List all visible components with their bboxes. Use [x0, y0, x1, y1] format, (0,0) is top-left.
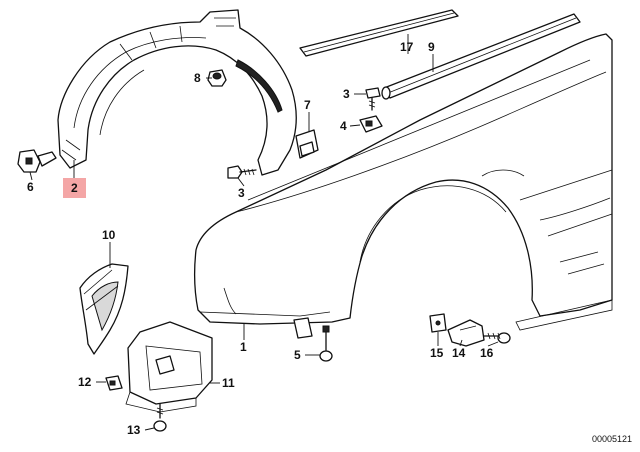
callout-part-9[interactable]: 9	[428, 40, 435, 54]
moulding-strip-17	[299, 9, 459, 57]
cover-plate-part-11	[125, 321, 213, 413]
bracket-part-14	[447, 319, 485, 347]
callout-part-11[interactable]: 11	[222, 376, 235, 390]
callout-part-14[interactable]: 14	[452, 346, 466, 360]
clip-part-12	[105, 375, 123, 391]
clip-part-8	[207, 69, 227, 87]
callout-part-3-upper[interactable]: 3	[343, 87, 350, 101]
callout-part-6[interactable]: 6	[27, 180, 34, 194]
screw-part-16	[483, 332, 511, 344]
callout-part-4[interactable]: 4	[340, 119, 347, 133]
callout-part-10[interactable]: 10	[102, 228, 116, 242]
screw-part-3-upper	[365, 87, 381, 111]
moulding-strip-9	[381, 13, 581, 100]
callout-part-1[interactable]: 1	[240, 340, 247, 354]
callout-part-12[interactable]: 12	[78, 375, 92, 389]
clip-part-6	[17, 149, 57, 173]
callout-part-5[interactable]: 5	[294, 348, 301, 362]
bolt-part-5	[319, 325, 333, 362]
callout-part-8[interactable]: 8	[194, 71, 201, 85]
callout-part-2-highlighted[interactable]: 2	[63, 178, 86, 198]
callout-part-16[interactable]: 16	[480, 346, 494, 360]
callout-part-17[interactable]: 17	[400, 40, 414, 54]
screw-part-13	[153, 403, 167, 432]
bracket-part-7	[295, 129, 319, 159]
screw-part-3-lower	[227, 165, 257, 179]
callout-part-13[interactable]: 13	[127, 423, 141, 437]
callout-part-3-lower[interactable]: 3	[238, 186, 245, 200]
callout-part-15[interactable]: 15	[430, 346, 444, 360]
wheel-arch-liner	[57, 9, 297, 176]
drawing-number: 00005121	[591, 434, 632, 444]
clip-part-15	[429, 313, 447, 333]
clip-part-4	[359, 115, 383, 133]
front-fender	[194, 33, 613, 339]
splash-guard-part-10	[79, 263, 129, 355]
callout-part-7[interactable]: 7	[304, 98, 311, 112]
leader-lines	[29, 34, 499, 431]
